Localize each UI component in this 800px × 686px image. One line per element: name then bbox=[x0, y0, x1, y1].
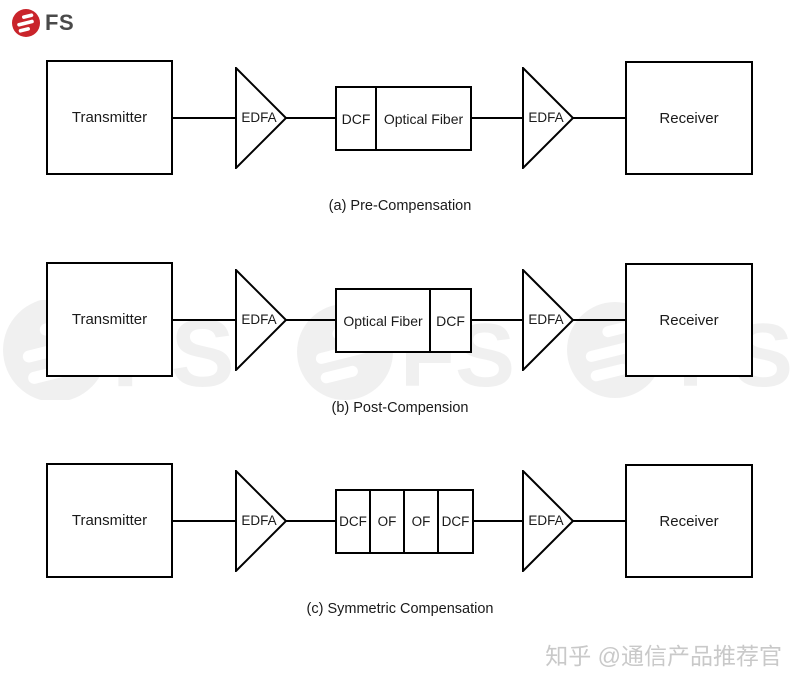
fiber-link-line bbox=[171, 520, 237, 522]
edfa-amplifier-symbol bbox=[522, 67, 574, 169]
edfa-amplifier-symbol bbox=[522, 470, 574, 572]
edfa-amplifier-symbol bbox=[235, 67, 287, 169]
fs-logo-icon bbox=[12, 9, 40, 37]
caption-a: (a) Pre-Compensation bbox=[328, 198, 472, 214]
of-cell: OF bbox=[369, 489, 405, 554]
fs-logo-text: FS bbox=[45, 10, 75, 35]
transmitter-box-b: Transmitter bbox=[46, 262, 173, 377]
caption-b: (b) Post-Compension bbox=[331, 400, 469, 416]
edfa-label: EDFA bbox=[241, 513, 277, 528]
of-cell: OF bbox=[403, 489, 439, 554]
fiber-link-line bbox=[470, 520, 523, 522]
edfa-amplifier-symbol bbox=[235, 470, 287, 572]
transmitter-box-c: Transmitter bbox=[46, 463, 173, 578]
fiber-link-line bbox=[284, 520, 336, 522]
fiber-segment-group-a: DCF Optical Fiber bbox=[335, 86, 472, 151]
transmitter-box-a: Transmitter bbox=[46, 60, 173, 175]
edfa-label: EDFA bbox=[528, 513, 564, 528]
edfa-label: EDFA bbox=[241, 312, 277, 327]
dcf-cell: DCF bbox=[429, 288, 472, 353]
edfa-amplifier-symbol bbox=[235, 269, 287, 371]
dcf-cell: DCF bbox=[335, 86, 377, 151]
receiver-label: Receiver bbox=[659, 311, 719, 329]
zhihu-credit-watermark: 知乎 @通信产品推荐官 bbox=[545, 643, 782, 669]
edfa-label: EDFA bbox=[528, 312, 564, 327]
fiber-link-line bbox=[284, 117, 336, 119]
receiver-box-b: Receiver bbox=[625, 263, 753, 377]
fiber-link-line bbox=[171, 117, 237, 119]
caption-c: (c) Symmetric Compensation bbox=[306, 601, 494, 617]
transmitter-label: Transmitter bbox=[71, 109, 148, 126]
receiver-label: Receiver bbox=[659, 109, 719, 127]
receiver-box-a: Receiver bbox=[625, 61, 753, 175]
fiber-link-line bbox=[571, 319, 626, 321]
fiber-link-line bbox=[470, 117, 523, 119]
transmitter-label: Transmitter bbox=[71, 512, 148, 529]
edfa-label: EDFA bbox=[241, 110, 277, 125]
fiber-link-line bbox=[571, 117, 626, 119]
edfa-label: EDFA bbox=[528, 110, 564, 125]
fiber-link-line bbox=[571, 520, 626, 522]
fiber-segment-group-c: DCF OF OF DCF bbox=[335, 489, 474, 554]
dcf-cell: DCF bbox=[335, 489, 371, 554]
dcf-cell: DCF bbox=[437, 489, 474, 554]
fs-logo: FS bbox=[11, 8, 74, 38]
fiber-segment-group-b: Optical Fiber DCF bbox=[335, 288, 472, 353]
transmitter-label: Transmitter bbox=[71, 311, 148, 328]
fiber-link-line bbox=[284, 319, 336, 321]
optical-fiber-cell: Optical Fiber bbox=[335, 288, 431, 353]
fiber-link-line bbox=[470, 319, 523, 321]
optical-fiber-cell: Optical Fiber bbox=[375, 86, 472, 151]
edfa-amplifier-symbol bbox=[522, 269, 574, 371]
fiber-link-line bbox=[171, 319, 237, 321]
receiver-label: Receiver bbox=[659, 512, 719, 530]
receiver-box-c: Receiver bbox=[625, 464, 753, 578]
